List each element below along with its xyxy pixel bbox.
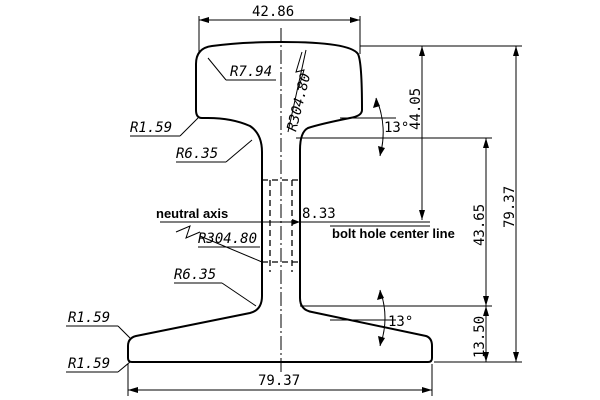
head-corner-radius-leader: [207, 57, 227, 81]
head-width-arrow-right: [350, 17, 360, 23]
head-fillet-radius-label: R1.59: [130, 120, 172, 136]
foot-upper-fillet-label: R1.59: [68, 310, 110, 326]
upper-height-arrow-bottom: [419, 210, 425, 220]
foot-slope-angle-label: 13°: [388, 314, 413, 330]
web-lower-fillet-label: R6.35: [174, 267, 216, 283]
web-curve-zigzag: [175, 225, 201, 239]
base-width-arrow-left: [128, 387, 138, 393]
lower-height-arrow-bottom: [483, 296, 489, 306]
foot-slope-angle-arrow: [377, 290, 384, 300]
head-crown-radius-zigzag: [295, 51, 305, 91]
foot-lower-fillet-leader: [117, 361, 131, 373]
web-curve-label: R304.80: [198, 231, 257, 247]
web-upper-fillet-label: R6.35: [176, 146, 218, 162]
total-height-arrow-bottom: [513, 352, 519, 362]
head-slope-angle-arrow: [373, 98, 380, 108]
web-lower-fillet-leader: [221, 282, 257, 307]
base-height-arrow-top: [483, 306, 489, 316]
foot-lower-fillet-label: R1.59: [68, 356, 110, 372]
head-crown-radius-leader: [287, 49, 307, 133]
web-curve-leader: [199, 235, 263, 263]
head-slope-angle-label: 13°: [384, 120, 409, 136]
head-width-arrow-left: [199, 17, 209, 23]
axis-offset-label: 8.33: [302, 206, 336, 222]
web-upper-fillet-leader: [225, 139, 253, 163]
foot-upper-fillet-leader: [117, 325, 131, 339]
head-crown-radius-label: R304.80: [284, 72, 314, 133]
head-slope-angle-arrow-bottom: [378, 146, 385, 156]
neutral-axis-arrow: [292, 219, 300, 225]
total-height-arrow-top: [513, 46, 519, 56]
lower-height-arrow-top: [483, 138, 489, 148]
head-corner-radius-label: R7.94: [230, 64, 272, 80]
base-width-label: 79.37: [258, 373, 300, 389]
foot-slope-angle-arrow-bottom: [378, 336, 385, 346]
total-height-label: 79.37: [502, 186, 518, 228]
bolt-hole-center-line-label: bolt hole center line: [332, 226, 455, 241]
rail-outline: [127, 41, 433, 363]
base-height-label: 13.50: [472, 316, 488, 358]
base-width-arrow-right: [422, 387, 432, 393]
upper-height-label: 44.05: [408, 88, 424, 130]
head-width-label: 42.86: [252, 4, 294, 20]
head-fillet-radius-leader: [179, 117, 199, 137]
lower-height-label: 43.65: [472, 204, 488, 246]
neutral-axis-label: neutral axis: [156, 206, 228, 221]
base-height-arrow-bottom: [483, 352, 489, 362]
upper-height-arrow-top: [419, 46, 425, 56]
